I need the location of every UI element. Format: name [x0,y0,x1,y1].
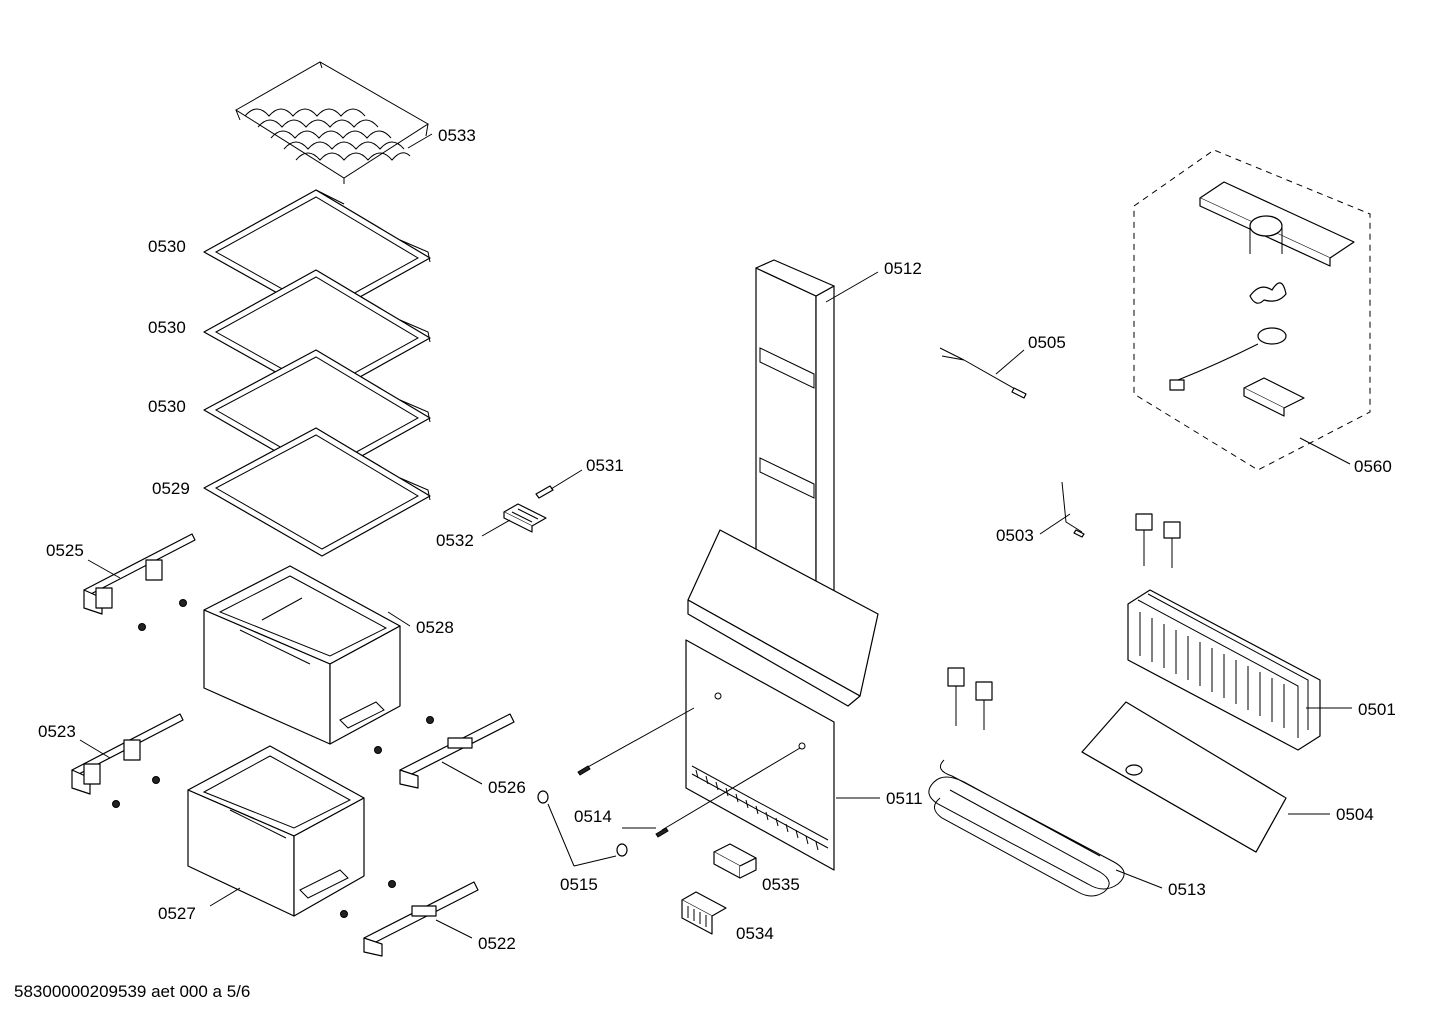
callout-0529: 0529 [152,479,190,498]
callout-0530-a: 0530 [148,237,186,256]
callout-0503: 0503 [996,526,1034,545]
callout-0531: 0531 [586,456,624,475]
callout-0512: 0512 [884,259,922,278]
leader-0560 [1299,437,1351,465]
leader-0525 [87,559,121,579]
leader-0528 [387,611,411,627]
part-0523-rail [71,713,184,795]
leader-0533 [407,133,433,149]
leader-0532 [481,519,511,537]
part-0501-evaporator [1127,513,1321,751]
callout-0525: 0525 [46,541,84,560]
part-0512-door-panel [755,259,835,623]
leader-0503 [1039,513,1071,535]
callout-0534: 0534 [736,924,774,943]
callout-0526: 0526 [488,778,526,797]
leader-0531 [550,469,583,490]
callout-0501: 0501 [1358,700,1396,719]
callout-0533: 0533 [438,126,476,145]
part-0503-wire [1061,481,1085,538]
callout-0535: 0535 [762,875,800,894]
part-0513-heater [928,667,1125,897]
part-0529-shelf [203,427,431,557]
callout-0530-b: 0530 [148,318,186,337]
leader-0523 [79,739,111,759]
callout-0513: 0513 [1168,880,1206,899]
part-0504-tray [1081,701,1287,853]
callout-0523: 0523 [38,722,76,741]
document-id: 58300000209539 aet 000 a 5/6 [14,982,251,1001]
callout-0511: 0511 [886,789,923,808]
part-0526-rail [399,713,515,789]
callout-0505: 0505 [1028,333,1066,352]
leader-0512 [825,271,879,303]
callout-0560: 0560 [1354,457,1392,476]
leader-0505 [995,349,1025,375]
part-0527-drawer [187,745,365,917]
callout-0528: 0528 [416,618,454,637]
callout-0522: 0522 [478,934,516,953]
part-0535-cover [713,843,757,879]
leader-0527 [209,887,241,907]
screws [112,599,434,918]
leader-0513 [1115,869,1163,889]
leader-0514b [661,747,801,831]
callout-0532: 0532 [436,531,474,550]
callout-0514: 0514 [574,807,612,826]
part-0532-bracket [503,503,547,533]
leader-0526 [441,761,483,785]
part-0533-wine-rack [235,61,429,184]
part-0525-rail [83,533,196,615]
callout-0530-c: 0530 [148,397,186,416]
callout-0504: 0504 [1336,805,1374,824]
part-0528-drawer [203,565,401,745]
part-0534-vent [681,891,727,935]
callout-0527: 0527 [158,904,196,923]
part-0505-sensor [939,347,1027,399]
leader-0515 [547,803,617,867]
part-0511-back-panel [685,529,879,871]
part-0531-pin [535,485,554,499]
part-0560-fan-assembly [1133,149,1371,471]
part-0514-screws [577,765,669,838]
part-0522-rail [363,881,479,957]
leader-0514a [585,707,695,769]
callout-0515: 0515 [560,875,598,894]
leader-0522 [435,919,473,939]
part-0515-caps [537,790,628,857]
